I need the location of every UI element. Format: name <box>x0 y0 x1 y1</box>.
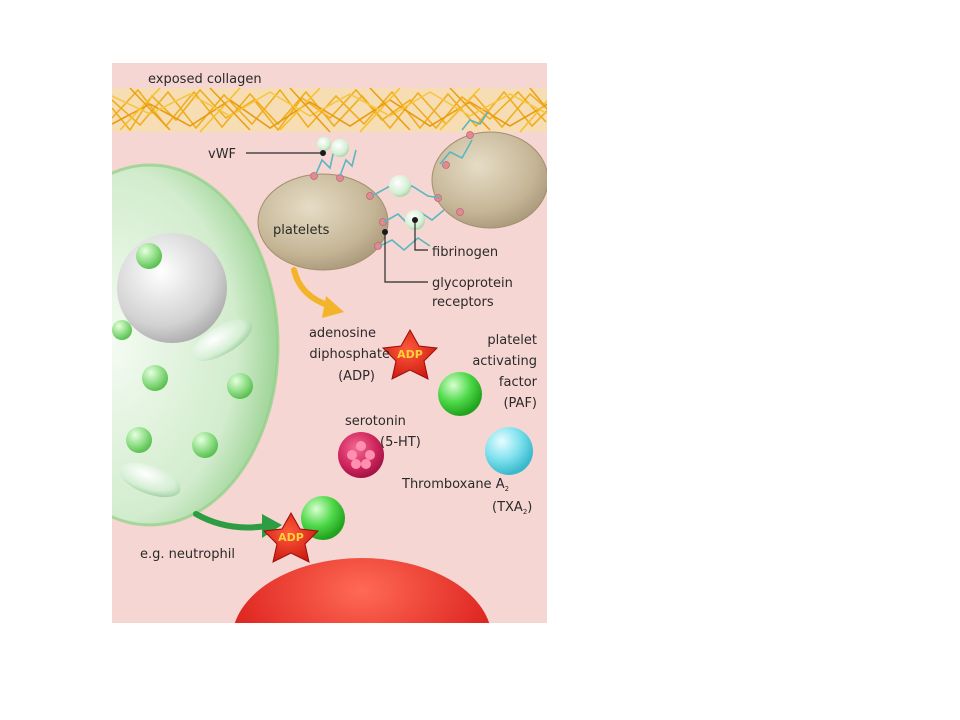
neutrophil-cell <box>112 163 280 527</box>
granule-dot <box>136 243 162 269</box>
label-serotonin-line2: (5-HT) <box>380 435 421 450</box>
vwf-molecule <box>317 137 331 151</box>
granule-dot <box>227 373 253 399</box>
label-paf-line3: factor <box>499 375 538 390</box>
granule-shape <box>119 462 181 498</box>
neutrophil-arrow <box>193 511 269 531</box>
adp-badge-bottom: ADP <box>278 531 304 544</box>
adp-badge-top: ADP <box>397 348 423 361</box>
granule-dot <box>192 432 218 458</box>
leader-lines <box>246 152 428 283</box>
label-thromboxane: Thromboxane A2 <box>401 477 509 493</box>
released-granule <box>301 496 345 540</box>
label-neutrophil: e.g. neutrophil <box>140 547 235 562</box>
label-adp-line1: adenosine <box>309 326 376 341</box>
release-arrow-head <box>322 296 344 318</box>
granule-dot <box>142 365 168 391</box>
label-exposed-collagen: exposed collagen <box>148 72 262 87</box>
label-vwf: vWF <box>208 147 236 162</box>
label-serotonin-line1: serotonin <box>345 414 406 429</box>
collagen-fibers <box>112 87 547 133</box>
label-fibrinogen: fibrinogen <box>432 245 498 260</box>
paf-molecule <box>438 372 482 416</box>
thromboxane-molecule <box>485 427 533 475</box>
vwf-molecule <box>331 139 349 157</box>
label-adp-line2: diphosphate <box>309 347 390 362</box>
platelet-right <box>431 131 547 229</box>
serotonin-molecule <box>338 432 384 478</box>
label-txa: (TXA2) <box>492 500 532 516</box>
label-glycoprotein-line2: receptors <box>432 295 494 310</box>
platelet-left <box>257 173 389 271</box>
granule-dot <box>126 427 152 453</box>
label-paf-line1: platelet <box>487 333 537 348</box>
adp-star-bottom <box>262 511 320 563</box>
label-adp-line3: (ADP) <box>338 369 375 384</box>
label-platelets: platelets <box>273 223 330 238</box>
adp-star-top <box>381 328 439 380</box>
fibrinogen-molecule <box>389 175 411 197</box>
label-glycoprotein-line1: glycoprotein <box>432 276 513 291</box>
granule-dot <box>112 320 132 340</box>
red-blood-cell <box>234 558 490 623</box>
label-paf-line2: activating <box>472 354 537 369</box>
granule-shape <box>191 319 253 361</box>
label-paf-line4: (PAF) <box>503 396 537 411</box>
nucleus-shape <box>117 233 227 343</box>
